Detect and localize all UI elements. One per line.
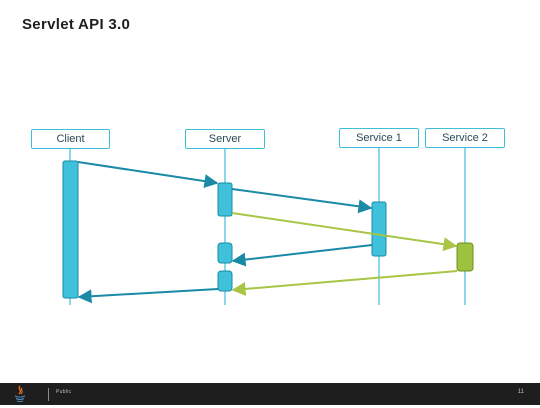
message-service1-to-server [231,244,373,267]
slide-footer: Public 11 [0,383,540,405]
client-lifeline-header: Client [31,129,110,149]
message-server-to-client [77,288,219,304]
server-activation-2 [217,242,233,264]
message-server-to-service1 [231,188,373,214]
slide-title: Servlet API 3.0 [22,16,131,33]
server-lifeline-header: Server [185,129,265,149]
footer-divider [48,388,49,401]
service2-activation [456,242,474,272]
message-service2-to-server [231,270,458,296]
message-server-to-service2 [231,212,458,252]
server-activation-3 [217,270,233,292]
client-activation [62,160,79,299]
service2-lifeline-header: Service 2 [425,128,505,148]
server-activation-1 [217,182,233,217]
page-number: 11 [517,389,524,395]
footer-classification: Public [56,389,72,395]
service1-lifeline-header: Service 1 [339,128,419,148]
service1-activation [371,201,387,257]
java-logo-icon [13,385,27,408]
message-client-to-server [77,161,219,189]
